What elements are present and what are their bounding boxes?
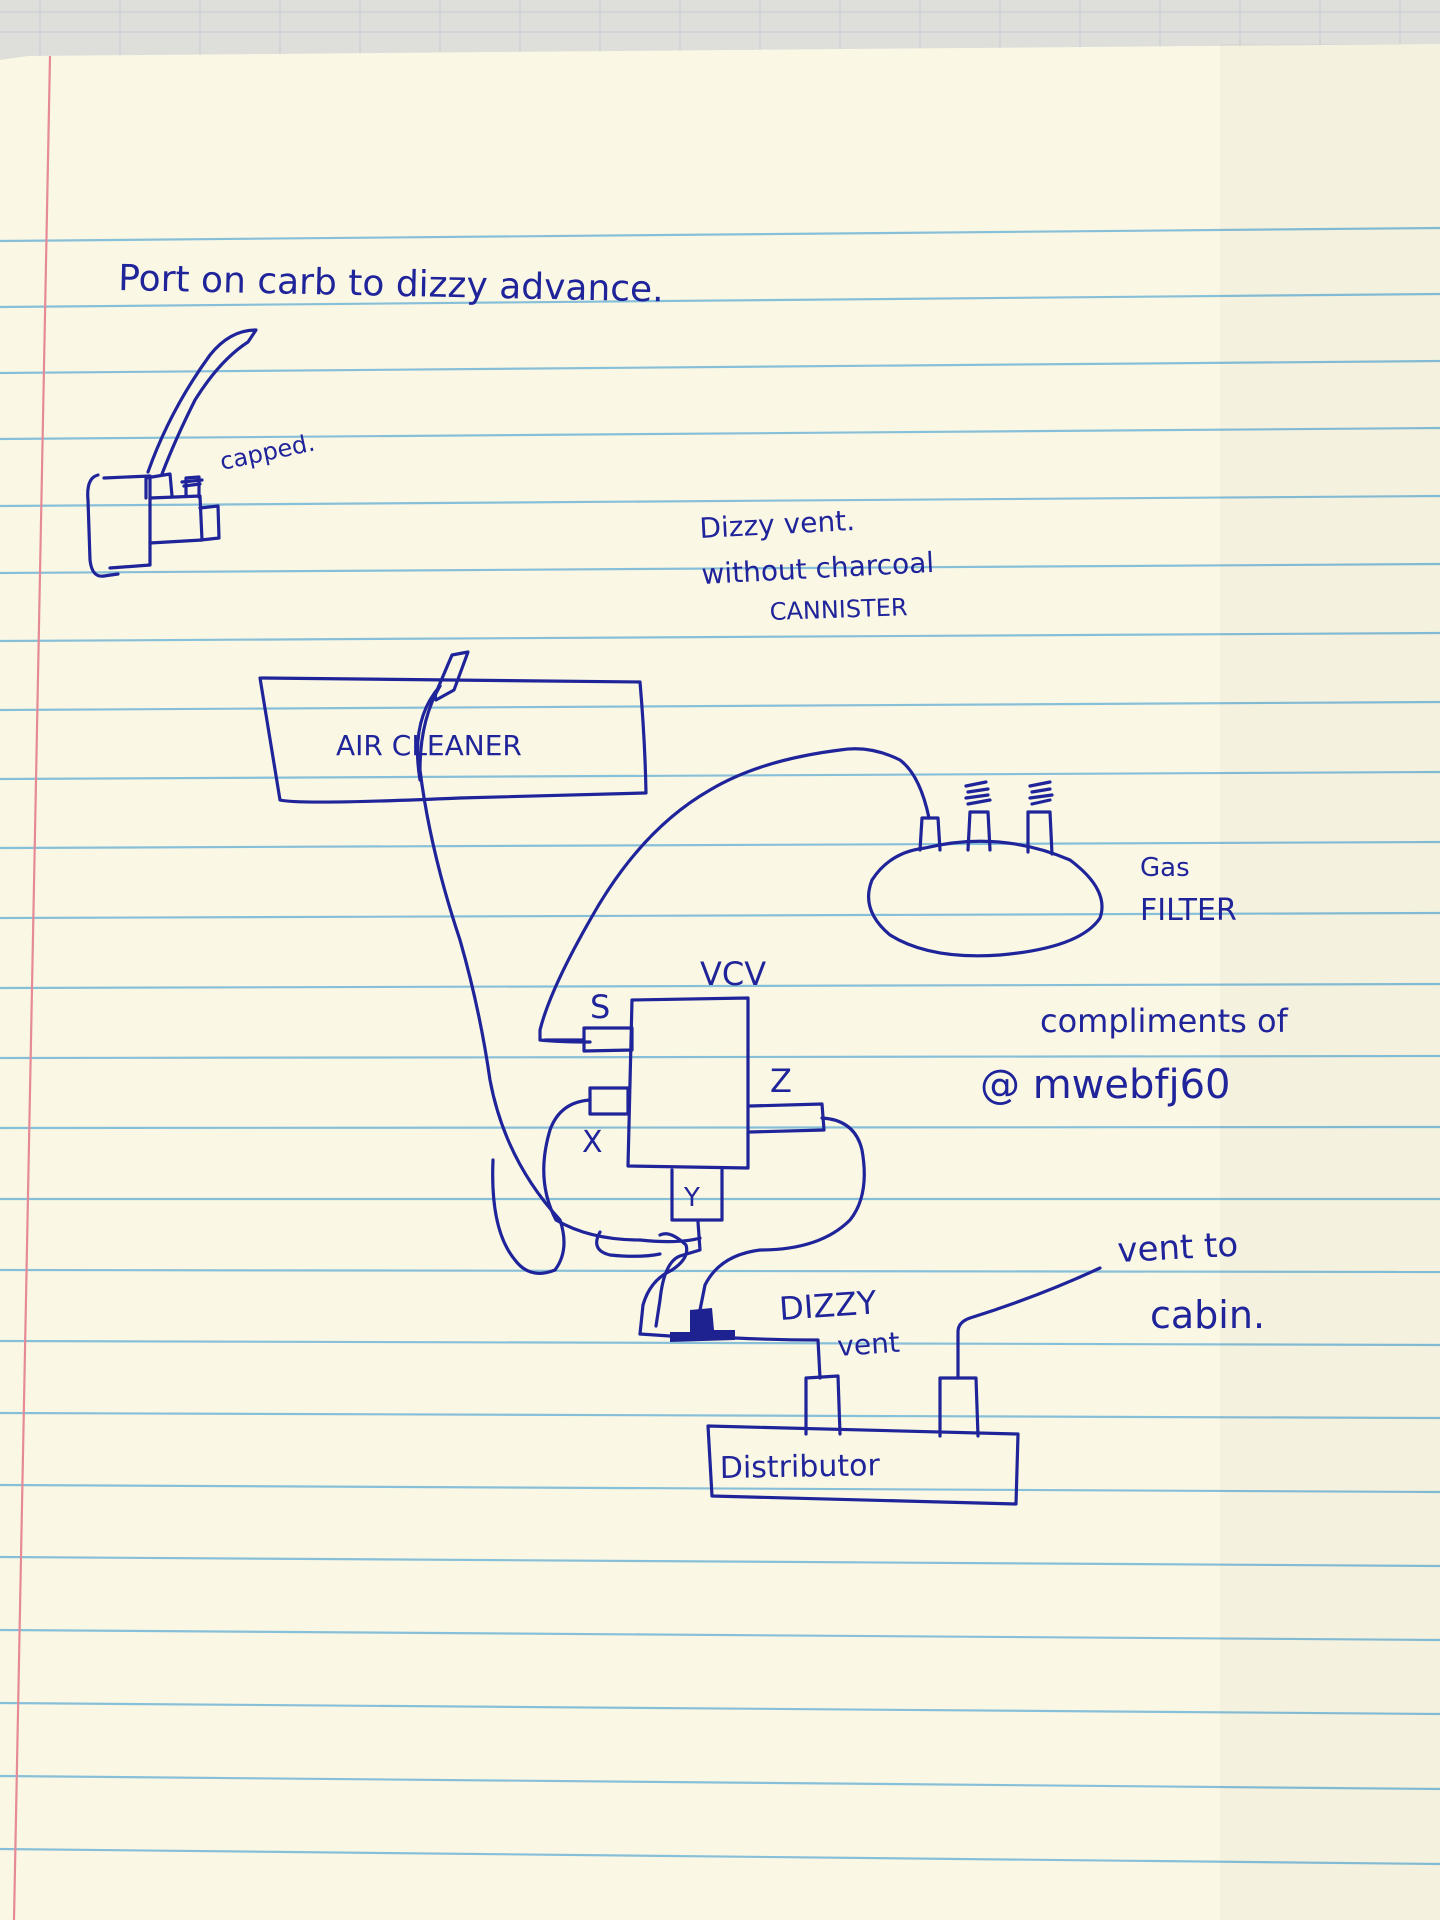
vcv-valve (542, 996, 866, 1328)
vcv-label: VCV (700, 955, 766, 993)
air-cleaner (258, 650, 648, 1275)
vacuum-diagram: Port on carb to dizzy advance. capped. D… (86, 258, 1289, 1506)
tee-fitting (595, 1230, 822, 1380)
cannister-label: CANNISTER (769, 593, 908, 626)
port-z-label: Z (770, 1062, 792, 1100)
port-y-label: Y (683, 1183, 700, 1213)
gas-label: Gas (1140, 853, 1190, 883)
vent-to-label: vent to (1116, 1225, 1239, 1271)
distributor-label: Distributor (720, 1448, 881, 1486)
notebook-page (0, 44, 1440, 1920)
margin-line (12, 55, 52, 1920)
dizzy-label: DIZZY (778, 1283, 878, 1328)
port-s-label: S (590, 988, 610, 1026)
ruled-lines (0, 226, 1440, 1866)
dizzy-vent-title: Dizzy vent. (699, 504, 856, 545)
compliments-label: compliments of (1040, 1002, 1289, 1040)
cabin-label: cabin. (1150, 1293, 1265, 1337)
credit-handle-label: @ mwebfj60 (980, 1062, 1231, 1108)
filter-label: FILTER (1140, 893, 1237, 928)
port-x-label: X (582, 1125, 603, 1160)
gas-filter (538, 747, 1104, 1044)
carb-sketch (86, 328, 258, 578)
distributor (706, 1266, 1102, 1506)
air-cleaner-label: AIR CLEANER (336, 729, 522, 762)
vent-label: vent (836, 1326, 901, 1363)
